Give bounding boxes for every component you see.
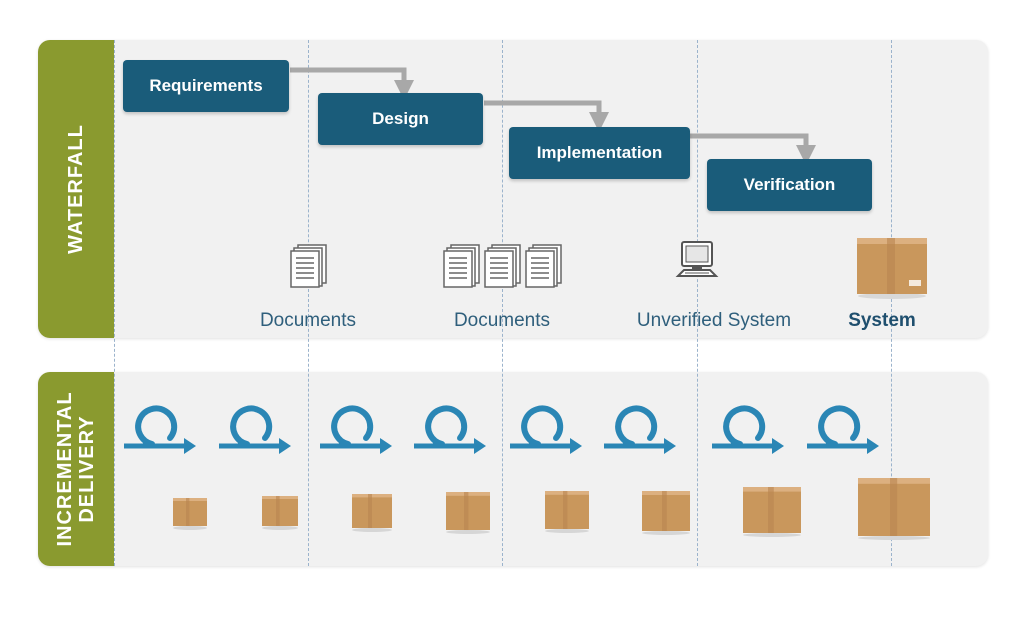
stage-requirements: Requirements	[123, 60, 289, 112]
package-box-icon	[352, 494, 392, 532]
package-box-icon	[173, 498, 207, 530]
artifact-label-system: System	[848, 310, 916, 331]
package-box-icon	[743, 487, 801, 537]
waterfall-band: WATERFALL	[38, 40, 114, 338]
stage-design: Design	[318, 93, 483, 145]
connector-arrow	[484, 100, 609, 132]
incremental-panel	[38, 372, 988, 566]
iteration-cycle-icon	[712, 405, 784, 454]
connector-arrow	[690, 133, 816, 165]
incremental-band: INCREMENTAL DELIVERY	[38, 372, 114, 566]
column-divider	[502, 40, 503, 566]
document-stack-icon	[443, 244, 562, 288]
computer-icon	[675, 241, 719, 277]
iteration-cycle-icon	[807, 405, 879, 454]
column-divider	[308, 40, 309, 566]
iteration-cycle-icon	[219, 405, 291, 454]
column-divider	[114, 40, 115, 566]
package-box-icon	[545, 491, 589, 533]
artifact-label-documents: Documents	[259, 310, 357, 331]
iteration-cycle-icon	[414, 405, 486, 454]
package-box-icon	[642, 491, 690, 535]
package-box-icon	[446, 492, 490, 534]
stage-verification: Verification	[707, 159, 872, 211]
connector-arrow	[290, 67, 414, 100]
stage-implementation: Implementation	[509, 127, 690, 179]
iteration-cycle-icon	[124, 405, 196, 454]
column-divider	[697, 40, 698, 566]
iteration-cycle-icon	[320, 405, 392, 454]
column-divider	[891, 40, 892, 566]
iteration-cycle-icon	[510, 405, 582, 454]
artifact-label-unverified-system: Unverified System	[636, 310, 792, 331]
artifact-label-documents: Documents	[453, 310, 551, 331]
package-box-icon	[858, 478, 930, 540]
iteration-cycle-icon	[604, 405, 676, 454]
document-stack-icon	[290, 244, 327, 288]
package-box-icon	[857, 238, 927, 299]
package-box-icon	[262, 496, 298, 530]
